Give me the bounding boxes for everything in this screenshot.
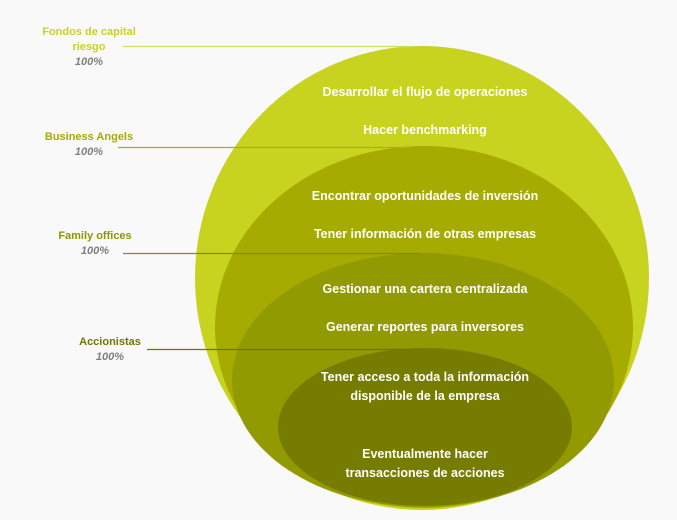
item-text: Hacer benchmarking — [363, 123, 487, 137]
item-text: Encontrar oportunidades de inversión — [311, 189, 539, 203]
label-percent: 100% — [74, 146, 104, 158]
item-text: Eventualmente hacer transacciones de acc… — [345, 447, 505, 480]
item-text: Generar reportes para inversores — [325, 320, 525, 334]
item-text: Tener información de otras empresas — [313, 227, 537, 241]
label-family-offices: Family offices 100% — [36, 229, 154, 259]
label-fondos: Fondos de capital riesgo 100% — [30, 25, 148, 70]
label-percent: 100% — [74, 56, 104, 68]
item-text: Tener acceso a toda la información dispo… — [320, 370, 530, 403]
label-name: Family offices — [58, 230, 132, 242]
label-business-angels: Business Angels 100% — [30, 130, 148, 160]
label-name: Business Angels — [44, 131, 134, 143]
item-text: Gestionar una cartera centralizada — [322, 282, 528, 296]
label-name: Fondos de capital riesgo — [42, 26, 136, 53]
label-percent: 100% — [80, 245, 110, 257]
label-name: Accionistas — [79, 336, 141, 348]
label-accionistas: Accionistas 100% — [51, 335, 169, 365]
item-text: Desarrollar el flujo de operaciones — [322, 85, 528, 99]
label-percent: 100% — [95, 351, 125, 363]
ellipse-accionistas — [278, 348, 572, 506]
